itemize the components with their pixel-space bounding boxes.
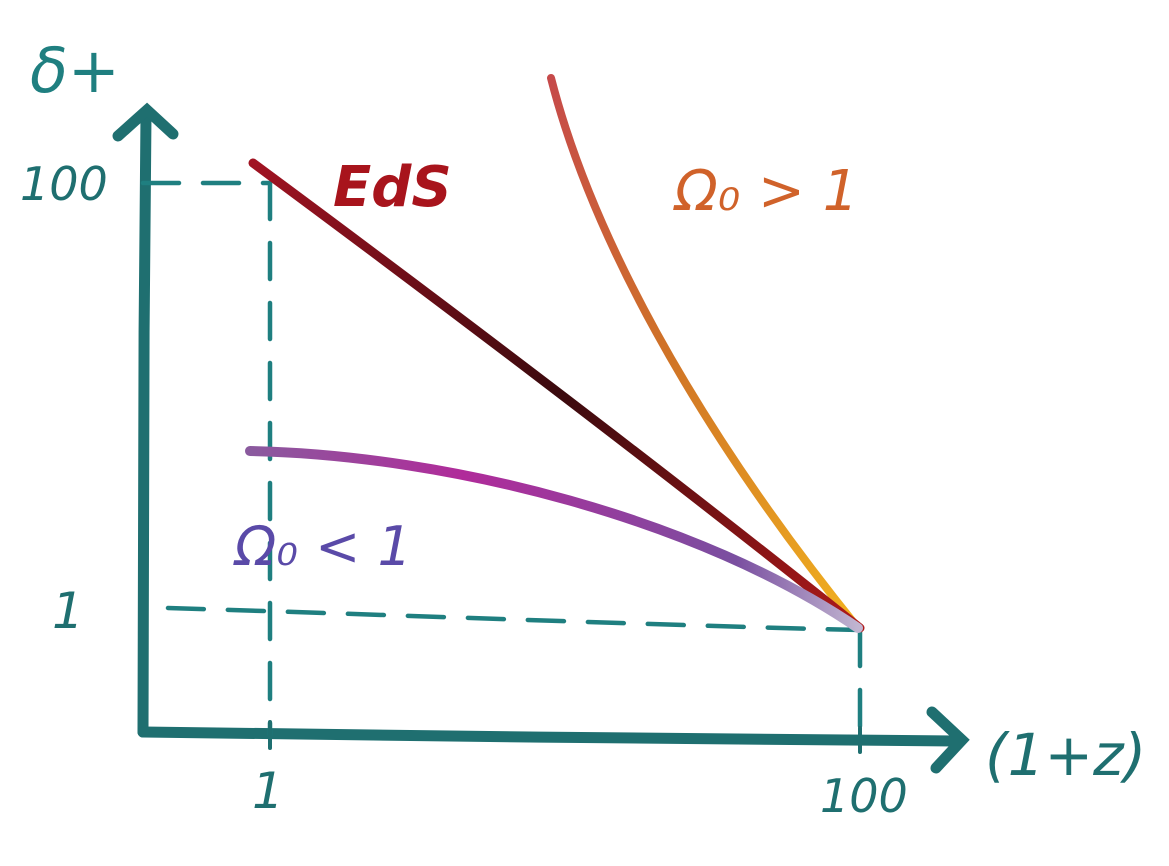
- x-tick-label-1: 1: [252, 762, 284, 820]
- x-axis-arrowhead: [926, 706, 970, 774]
- x-axis: [137, 726, 961, 747]
- y-tick-label-1: 1: [52, 582, 84, 640]
- curve-omega-lt-1: [245, 446, 863, 633]
- y-axis-arrowhead: [112, 102, 179, 142]
- guide-lines: [140, 180, 863, 739]
- y-tick-label-100: 100: [20, 157, 108, 211]
- curve-open-omega-gt-1: [547, 74, 862, 632]
- ticks: [268, 720, 862, 754]
- y-axis: [137, 109, 152, 738]
- guide-line-y1: [165, 605, 863, 633]
- curve-eds: [248, 158, 865, 633]
- series-label-omega-gt-1: Ω₀ > 1: [673, 159, 858, 224]
- y-axis-label: δ+: [30, 34, 120, 107]
- x-tick-label-100: 100: [820, 769, 908, 823]
- x-axis-label: (1+z): [985, 721, 1146, 789]
- series-label-eds: EdS: [333, 155, 452, 220]
- series-label-omega-lt-1: Ω₀ < 1: [233, 515, 412, 578]
- axes: [112, 102, 970, 774]
